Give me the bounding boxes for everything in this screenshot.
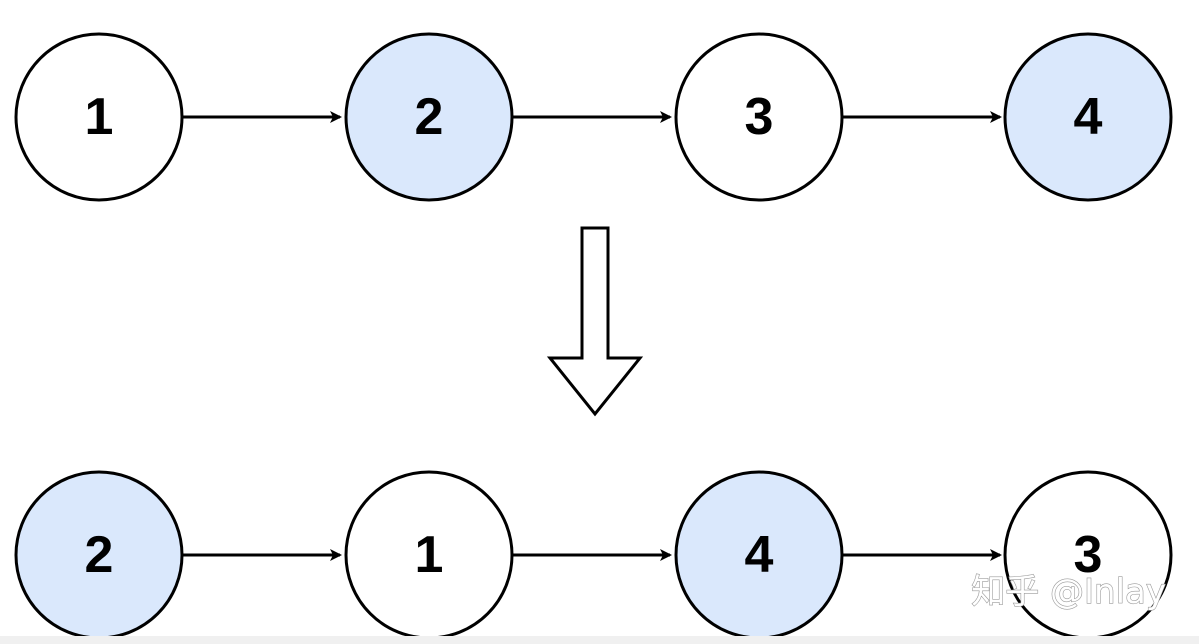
before-node-4-circle xyxy=(1003,32,1173,202)
after-node-3: 4 xyxy=(674,470,844,640)
after-node-2-label: 1 xyxy=(415,526,444,584)
before-node-3-label: 3 xyxy=(745,88,774,146)
before-node-4-label: 4 xyxy=(1074,88,1103,146)
after-node-2: 1 xyxy=(344,470,514,640)
before-node-2: 2 xyxy=(344,32,514,202)
transform-down-arrow xyxy=(546,226,644,417)
after-node-4: 3 xyxy=(1003,470,1173,640)
before-node-3-circle xyxy=(674,32,844,202)
after-node-1-label: 2 xyxy=(85,526,114,584)
before-node-1-circle xyxy=(14,32,184,202)
before-list: 1 2 3 4 xyxy=(14,32,1173,202)
before-node-2-label: 2 xyxy=(415,88,444,146)
after-node-4-label: 3 xyxy=(1074,526,1103,584)
after-list: 2 1 4 3 xyxy=(14,470,1173,640)
watermark: 知乎 @Inlay xyxy=(971,572,1166,612)
bottom-strip xyxy=(0,636,1199,644)
before-node-4: 4 xyxy=(1003,32,1173,202)
before-node-1-label: 1 xyxy=(85,88,114,146)
before-node-1: 1 xyxy=(14,32,184,202)
before-node-2-circle xyxy=(344,32,514,202)
after-node-3-label: 4 xyxy=(745,526,774,584)
before-node-3: 3 xyxy=(674,32,844,202)
after-node-1: 2 xyxy=(14,470,184,640)
